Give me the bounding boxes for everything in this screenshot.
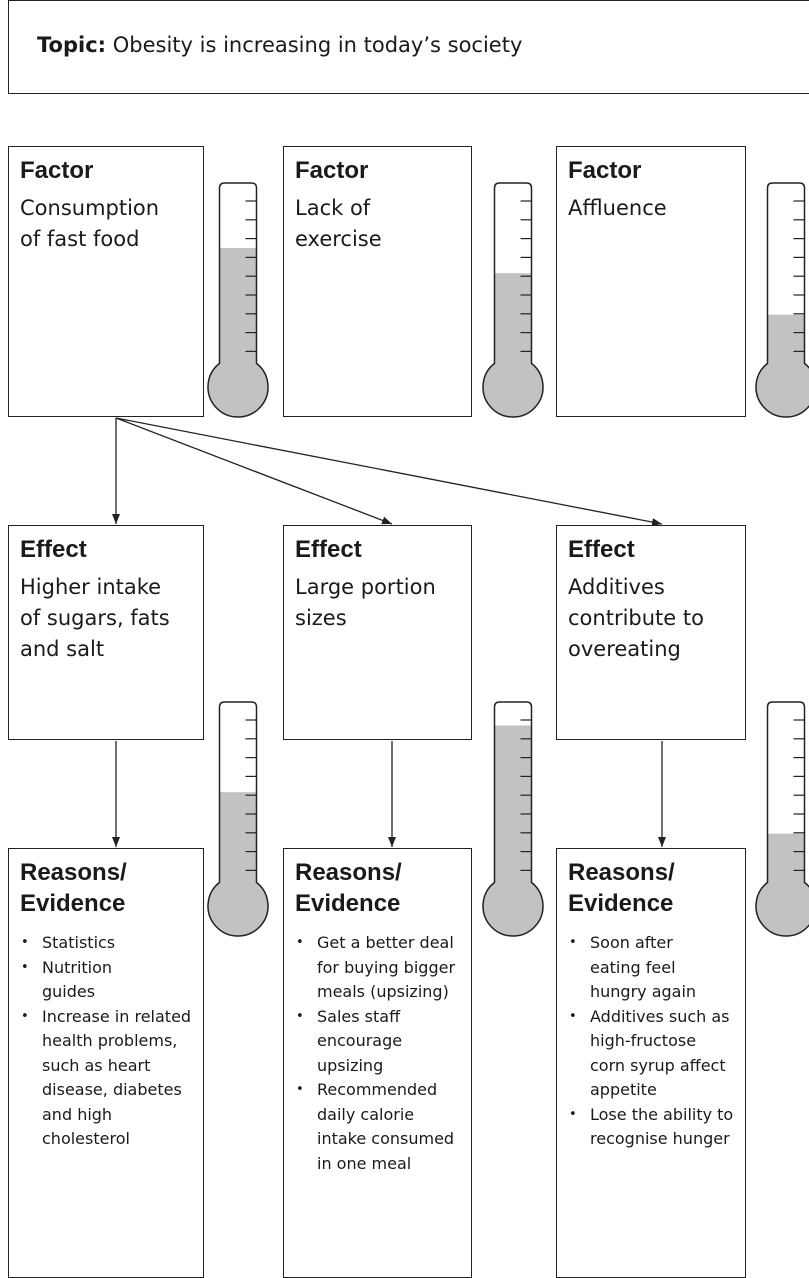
thermometer-reasons-2 xyxy=(465,702,562,938)
thermometer-reasons-1 xyxy=(190,702,287,938)
thermometer-factor-3 xyxy=(738,183,809,419)
thermometer-fill xyxy=(465,725,562,938)
thermometer-factor-1 xyxy=(190,183,287,419)
thermometer-fill xyxy=(465,273,562,419)
thermometer-factor-2 xyxy=(465,183,562,419)
thermometer-reasons-3 xyxy=(738,702,809,938)
thermometer-fill xyxy=(738,315,809,419)
thermometer-fill xyxy=(190,248,287,419)
thermometer-fill xyxy=(190,792,287,938)
thermometer-fill xyxy=(738,834,809,938)
